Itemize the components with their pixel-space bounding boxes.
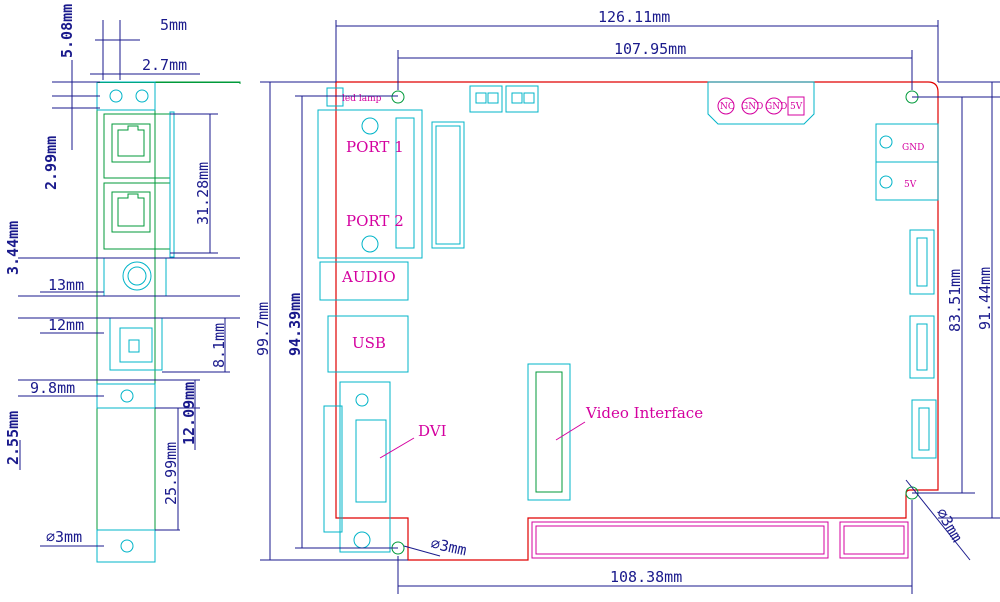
lan-ports: [317, 109, 423, 259]
dim-hole-bottom-right: ∅3mm: [933, 505, 967, 545]
side-rj45-bottom: [103, 182, 171, 250]
side-power-5v: 5V: [904, 180, 917, 190]
label-port-1: PORT 1: [346, 138, 404, 156]
dim-hole-side: ∅3mm: [46, 528, 82, 546]
dim-83-51mm: 83.51mm: [946, 269, 964, 332]
dim-2-55mm: 2.55mm: [4, 411, 22, 465]
audio-jack: [319, 261, 409, 301]
top-view: led lamp NC GND GND 5V GND 5V PORT 1 P: [254, 8, 1000, 594]
label-port-2: PORT 2: [346, 212, 404, 230]
dim-hole-bottom-left: ∅3mm: [429, 534, 468, 559]
dim-31-28mm: 31.28mm: [194, 162, 212, 225]
edge-connector-small: [839, 521, 909, 559]
side-header-3: [911, 399, 937, 459]
dim-3-44mm: 3.44mm: [4, 221, 22, 275]
power-pin-5v: 5V: [790, 102, 803, 112]
power-pin-nc: NC: [720, 102, 735, 112]
side-bottom-hole: [120, 539, 134, 553]
video-interface-connector: [527, 363, 571, 501]
power-connector: [707, 81, 815, 125]
dim-2-7mm: 2.7mm: [142, 56, 187, 74]
jumper-1: [469, 85, 503, 113]
pin-header: [431, 121, 465, 249]
dim-5-08mm: 5.08mm: [58, 4, 76, 58]
dim-13mm: 13mm: [48, 276, 84, 294]
label-video-interface: Video Interface: [585, 404, 703, 422]
side-view: 5mm 2.7mm 5.08mm 2.99mm 31.28mm 3.44mm 1…: [4, 4, 241, 563]
mount-hole-top-left: [391, 90, 405, 104]
dim-2-99mm: 2.99mm: [42, 136, 60, 190]
dim-9-8mm: 9.8mm: [30, 379, 75, 397]
label-usb: USB: [352, 334, 386, 352]
dim-108-38mm: 108.38mm: [610, 568, 682, 586]
dim-94-39mm: 94.39mm: [286, 293, 304, 356]
label-led-lamp: led lamp: [342, 94, 382, 104]
dim-91-44mm: 91.44mm: [976, 267, 994, 330]
board-outline: [335, 81, 939, 561]
edge-connector-main: [531, 521, 829, 559]
dvi-port: [323, 405, 343, 533]
dim-8-1mm: 8.1mm: [210, 323, 228, 368]
dim-25-99mm: 25.99mm: [162, 442, 180, 505]
side-header-1: [909, 229, 935, 295]
side-power-gnd: GND: [902, 143, 924, 153]
label-audio: AUDIO: [341, 268, 396, 286]
side-top-hole: [109, 89, 123, 103]
power-pin-gnd-2: GND: [765, 102, 787, 112]
dim-99-7mm: 99.7mm: [254, 302, 272, 356]
jumper-2: [505, 85, 539, 113]
dim-126-11mm: 126.11mm: [598, 8, 670, 26]
usb-port: [327, 315, 409, 373]
side-bracket-outline: [96, 81, 156, 563]
side-header-2: [909, 315, 935, 379]
power-pin-gnd-1: GND: [741, 102, 763, 112]
label-dvi: DVI: [418, 422, 447, 440]
dim-107-95mm: 107.95mm: [614, 40, 686, 58]
dim-12-09mm: 12.09mm: [180, 382, 198, 445]
dim-5mm: 5mm: [160, 16, 187, 34]
dim-12mm: 12mm: [48, 316, 84, 334]
